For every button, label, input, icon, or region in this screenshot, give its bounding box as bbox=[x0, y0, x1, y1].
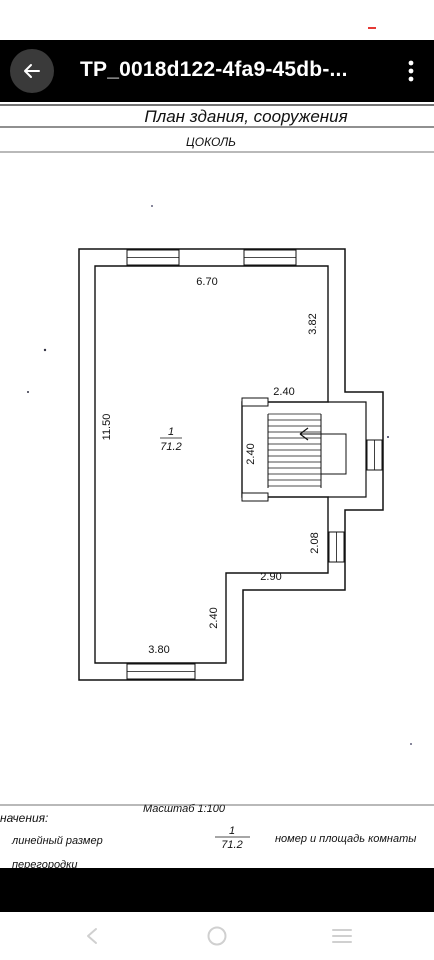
nav-home-button[interactable] bbox=[197, 922, 237, 950]
app-bar: TP_0018d122-4fa9-45db-... bbox=[0, 40, 434, 102]
status-bar bbox=[0, 0, 434, 40]
document-viewer[interactable]: План здания, сооружения ЦОКОЛЬ bbox=[0, 102, 434, 868]
plan-subheading: ЦОКОЛЬ bbox=[186, 135, 236, 149]
room-area: 71.2 bbox=[160, 441, 181, 453]
legend-partitions: перегородки bbox=[12, 859, 77, 868]
more-options-button[interactable] bbox=[396, 54, 426, 88]
dim-left-height: 11.50 bbox=[101, 414, 113, 441]
dim-right-upper: 3.82 bbox=[307, 313, 319, 334]
room-number: 1 bbox=[168, 426, 174, 438]
dim-stair-height: 2.40 bbox=[245, 443, 257, 464]
legend-room-number: 1 bbox=[229, 825, 235, 837]
system-nav-bar bbox=[0, 912, 434, 960]
dim-stair-width: 2.40 bbox=[273, 386, 294, 398]
nav-back-button[interactable] bbox=[72, 922, 112, 950]
document-title: TP_0018d122-4fa9-45db-... bbox=[80, 58, 348, 81]
dim-top-width: 6.70 bbox=[196, 276, 217, 288]
legend-room-area: 71.2 bbox=[221, 839, 242, 851]
legend-linear: линейный размер bbox=[11, 835, 103, 847]
dim-step-width: 2.90 bbox=[260, 571, 281, 583]
back-button[interactable] bbox=[10, 49, 54, 93]
dim-bottom-width: 3.80 bbox=[148, 644, 169, 656]
dim-right-lower: 2.08 bbox=[309, 532, 321, 553]
more-vertical-icon bbox=[408, 60, 414, 82]
legend-room-desc: номер и площадь комнаты bbox=[275, 833, 416, 845]
scale-label: Масштаб 1:100 bbox=[143, 803, 226, 815]
arrow-left-icon bbox=[24, 64, 40, 78]
nav-recents-icon bbox=[332, 929, 352, 943]
floor-plan-drawing: План здания, сооружения ЦОКОЛЬ bbox=[0, 104, 434, 868]
bottom-overlay-band bbox=[0, 868, 434, 912]
nav-home-icon bbox=[207, 926, 227, 946]
nav-recents-button[interactable] bbox=[322, 922, 362, 950]
dim-inner-vertical: 2.40 bbox=[208, 607, 220, 628]
plan-heading: План здания, сооружения bbox=[144, 107, 347, 126]
status-indicator bbox=[368, 27, 376, 29]
nav-back-icon bbox=[87, 928, 97, 944]
legend-title: начения: bbox=[0, 811, 48, 825]
